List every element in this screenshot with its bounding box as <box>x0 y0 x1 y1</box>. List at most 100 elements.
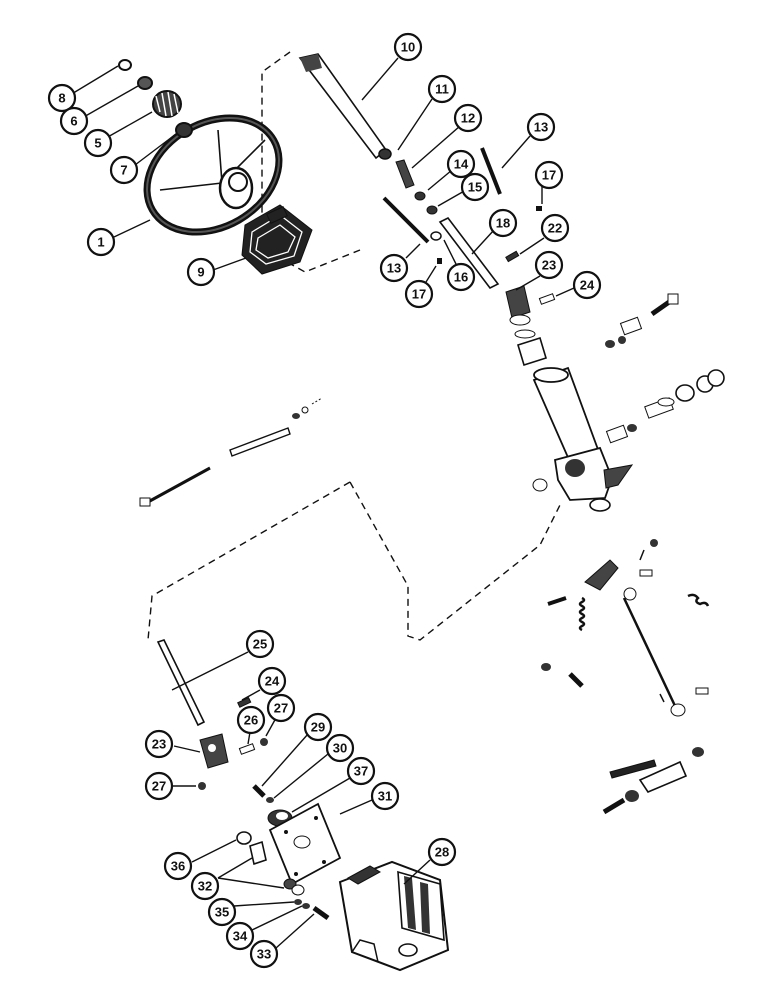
callout-35-label: 35 <box>215 905 229 920</box>
callout-17-lower: 17 <box>404 279 434 309</box>
callout-6-label: 6 <box>70 114 77 129</box>
callout-13-lower-label: 13 <box>387 261 401 276</box>
callout-37: 37 <box>346 756 376 786</box>
callout-13-lower: 13 <box>379 253 409 283</box>
callout-18: 18 <box>488 208 518 238</box>
callout-30: 30 <box>325 733 355 763</box>
callout-1-label: 1 <box>97 235 104 250</box>
callout-26-label: 26 <box>244 713 258 728</box>
callout-7: 7 <box>109 155 139 185</box>
long-bolt-left <box>139 466 211 507</box>
callout-17-upper: 17 <box>534 160 564 190</box>
hub-cap <box>118 59 132 71</box>
fitting-32-lower <box>283 878 305 896</box>
callout-31-label: 31 <box>378 789 392 804</box>
universal-joint-upper <box>505 285 531 326</box>
callout-34-label: 34 <box>233 929 248 944</box>
callout-6: 6 <box>59 106 89 136</box>
callout-17-upper-label: 17 <box>542 168 556 183</box>
knurled-nut <box>152 90 182 118</box>
collar-15 <box>426 205 438 215</box>
pin-26 <box>238 743 256 755</box>
spring-pin-upper <box>536 206 542 211</box>
bushing-column <box>514 329 547 367</box>
callout-22: 22 <box>540 213 570 243</box>
shaft-bushing <box>378 148 392 160</box>
callout-27-lower-label: 27 <box>152 779 166 794</box>
lockwasher-34 <box>302 903 310 909</box>
pin-24-lower <box>237 696 252 708</box>
callout-5: 5 <box>83 128 113 158</box>
callout-1: 1 <box>86 227 116 257</box>
return-spring-right <box>687 593 710 607</box>
pin-22 <box>505 250 520 263</box>
callout-23-upper-label: 23 <box>542 258 556 273</box>
callout-13-upper-label: 13 <box>534 120 548 135</box>
callout-24-upper: 24 <box>572 270 602 300</box>
collar-14 <box>414 191 426 201</box>
column-stud-right <box>605 369 725 444</box>
callout-29: 29 <box>303 712 333 742</box>
roll-pin-lower <box>382 196 430 244</box>
callout-12-label: 12 <box>461 111 475 126</box>
bolt-29 <box>252 784 266 798</box>
callout-8-label: 8 <box>58 91 65 106</box>
callout-9-label: 9 <box>197 265 204 280</box>
roll-pin-upper <box>480 147 502 195</box>
callout-5-label: 5 <box>94 136 101 151</box>
link-rod-right <box>622 587 709 717</box>
bolt-mid-right <box>541 663 584 688</box>
callout-17-lower-label: 17 <box>412 287 426 302</box>
lower-steering-shaft <box>156 639 206 727</box>
threaded-rod-lower-right <box>602 747 704 815</box>
callout-7-label: 7 <box>120 163 127 178</box>
set-screw-27-upper <box>260 738 268 746</box>
retaining-nut <box>137 76 153 90</box>
steering-column-housing <box>532 366 634 512</box>
callout-35: 35 <box>207 897 237 927</box>
callout-27-lower: 27 <box>144 771 174 801</box>
callout-13-upper: 13 <box>526 112 556 142</box>
universal-joint-lower <box>199 733 229 769</box>
callout-10-label: 10 <box>401 40 415 55</box>
callout-12: 12 <box>453 103 483 133</box>
callout-33: 33 <box>249 939 279 969</box>
callout-16-label: 16 <box>454 270 468 285</box>
steering-pump <box>338 860 450 972</box>
callout-23-upper: 23 <box>534 250 564 280</box>
callout-33-label: 33 <box>257 947 271 962</box>
callout-18-label: 18 <box>496 216 510 231</box>
callout-25: 25 <box>245 629 275 659</box>
callout-36: 36 <box>163 851 193 881</box>
return-spring-left <box>547 596 586 632</box>
spring-pin-lower <box>437 258 442 264</box>
callout-32-label: 32 <box>198 879 212 894</box>
callout-29-label: 29 <box>311 720 325 735</box>
callout-27-upper-label: 27 <box>274 701 288 716</box>
washer-35 <box>294 899 302 905</box>
hex-nut <box>175 122 193 138</box>
callout-15: 15 <box>460 172 490 202</box>
shaft-coupler <box>395 159 415 189</box>
column-bolt-upper <box>605 293 679 348</box>
callout-9: 9 <box>186 257 216 287</box>
leader-lines <box>69 57 575 949</box>
mounting-plate <box>268 802 342 886</box>
callout-37-label: 37 <box>354 764 368 779</box>
callout-24-upper-label: 24 <box>580 278 595 293</box>
callout-26: 26 <box>236 705 266 735</box>
callout-8: 8 <box>47 83 77 113</box>
lower-dashed-connector <box>349 481 561 641</box>
callout-28: 28 <box>427 837 457 867</box>
fitting-32-upper <box>249 840 267 866</box>
callout-31: 31 <box>370 781 400 811</box>
set-screw-27-lower <box>198 782 206 790</box>
callout-23-lower-label: 23 <box>152 737 166 752</box>
washer-30 <box>266 797 274 803</box>
callout-10: 10 <box>393 32 423 62</box>
callout-32: 32 <box>190 871 220 901</box>
callout-14-label: 14 <box>454 157 469 172</box>
callout-11: 11 <box>427 74 457 104</box>
bolt-33 <box>312 905 330 921</box>
